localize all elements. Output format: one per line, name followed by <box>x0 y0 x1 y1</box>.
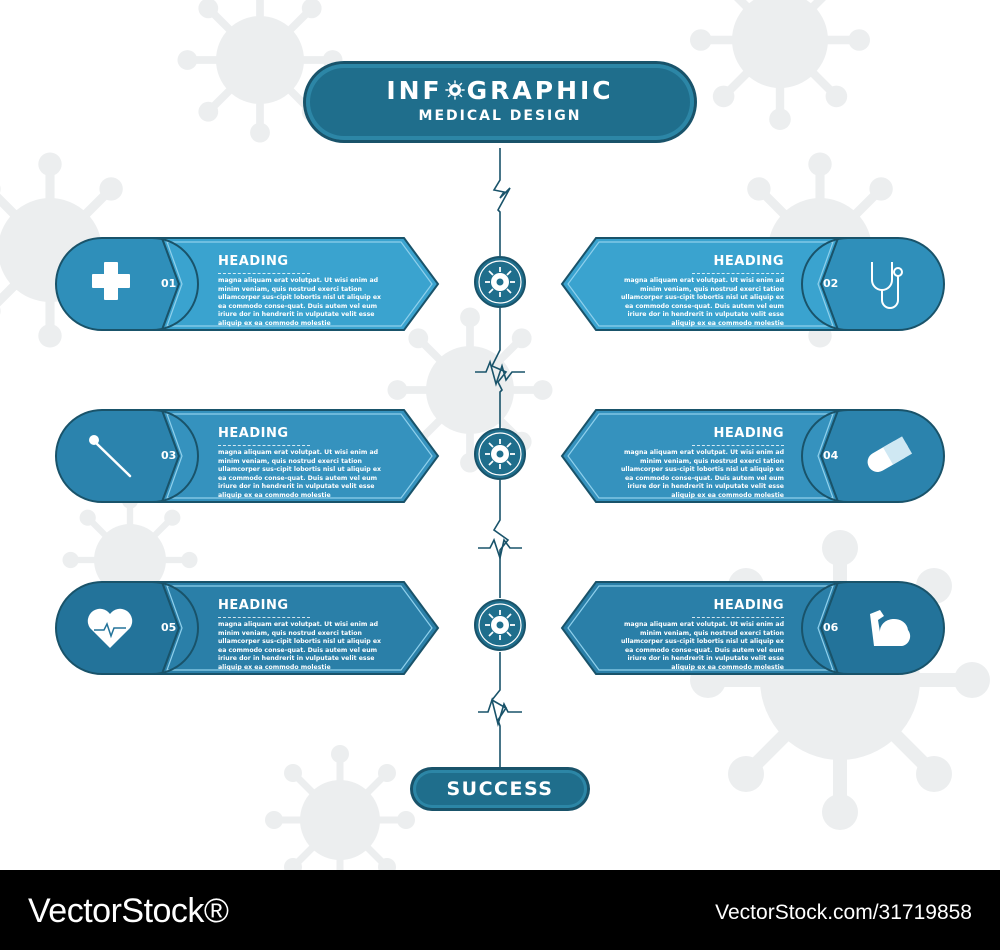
step-number: 05 <box>161 621 177 634</box>
muscle-arm-icon <box>870 610 911 646</box>
step-heading: HEADING <box>218 254 289 269</box>
virus-node-1 <box>474 256 526 308</box>
title-part-right: GRAPHIC <box>466 76 614 105</box>
step-number: 02 <box>823 277 839 290</box>
step-body-text: magna aliquam erat volutpat. Ut wisi eni… <box>218 277 382 327</box>
footer-url: VectorStock.com/31719858 <box>715 901 972 924</box>
heading-divider <box>692 445 784 446</box>
virus-node-3 <box>474 599 526 651</box>
infographic-canvas: INF GRAPHIC MEDICAL DESIGN 01 HEADING mag… <box>0 0 997 870</box>
step-heading: HEADING <box>713 598 784 613</box>
title-subtitle: MEDICAL DESIGN <box>418 108 582 124</box>
step-card-06: 06 HEADING magna aliquam erat volutpat. … <box>556 580 946 676</box>
step-number: 03 <box>161 449 177 462</box>
virus-o-icon <box>445 80 465 100</box>
step-body-text: magna aliquam erat volutpat. Ut wisi eni… <box>620 621 784 671</box>
watermark-footer: VectorStock® VectorStock.com/31719858 <box>0 870 1000 950</box>
heading-divider <box>692 273 784 274</box>
heartbeat-connector-line <box>475 148 525 768</box>
step-card-01: 01 HEADING magna aliquam erat volutpat. … <box>54 236 444 332</box>
thermometer-icon <box>89 435 132 478</box>
step-body-text: magna aliquam erat volutpat. Ut wisi eni… <box>218 621 382 671</box>
step-body-text: magna aliquam erat volutpat. Ut wisi eni… <box>218 449 382 499</box>
step-body-text: magna aliquam erat volutpat. Ut wisi eni… <box>620 449 784 499</box>
heading-divider <box>692 617 784 618</box>
step-heading: HEADING <box>218 426 289 441</box>
step-number: 06 <box>823 621 839 634</box>
step-heading: HEADING <box>713 254 784 269</box>
title-banner: INF GRAPHIC MEDICAL DESIGN <box>306 64 694 140</box>
step-number: 04 <box>823 449 839 462</box>
step-body-text: magna aliquam erat volutpat. Ut wisi eni… <box>620 277 784 327</box>
virus-node-2 <box>474 428 526 480</box>
step-heading: HEADING <box>218 598 289 613</box>
title-part-left: INF <box>386 76 443 105</box>
cross-icon <box>92 262 130 300</box>
heading-divider <box>218 445 310 446</box>
step-number: 01 <box>161 277 177 290</box>
step-heading: HEADING <box>713 426 784 441</box>
success-badge: SUCCESS <box>413 770 587 808</box>
footer-brand: VectorStock® <box>28 892 229 930</box>
stethoscope-icon <box>871 262 903 309</box>
step-card-04: 04 HEADING magna aliquam erat volutpat. … <box>556 408 946 504</box>
step-card-02: 02 HEADING magna aliquam erat volutpat. … <box>556 236 946 332</box>
heading-divider <box>218 617 310 618</box>
heart-icon <box>87 608 133 648</box>
step-card-03: 03 HEADING magna aliquam erat volutpat. … <box>54 408 444 504</box>
step-card-05: 05 HEADING magna aliquam erat volutpat. … <box>54 580 444 676</box>
pill-icon <box>867 436 913 472</box>
heading-divider <box>218 273 310 274</box>
title-main: INF GRAPHIC <box>306 76 694 105</box>
